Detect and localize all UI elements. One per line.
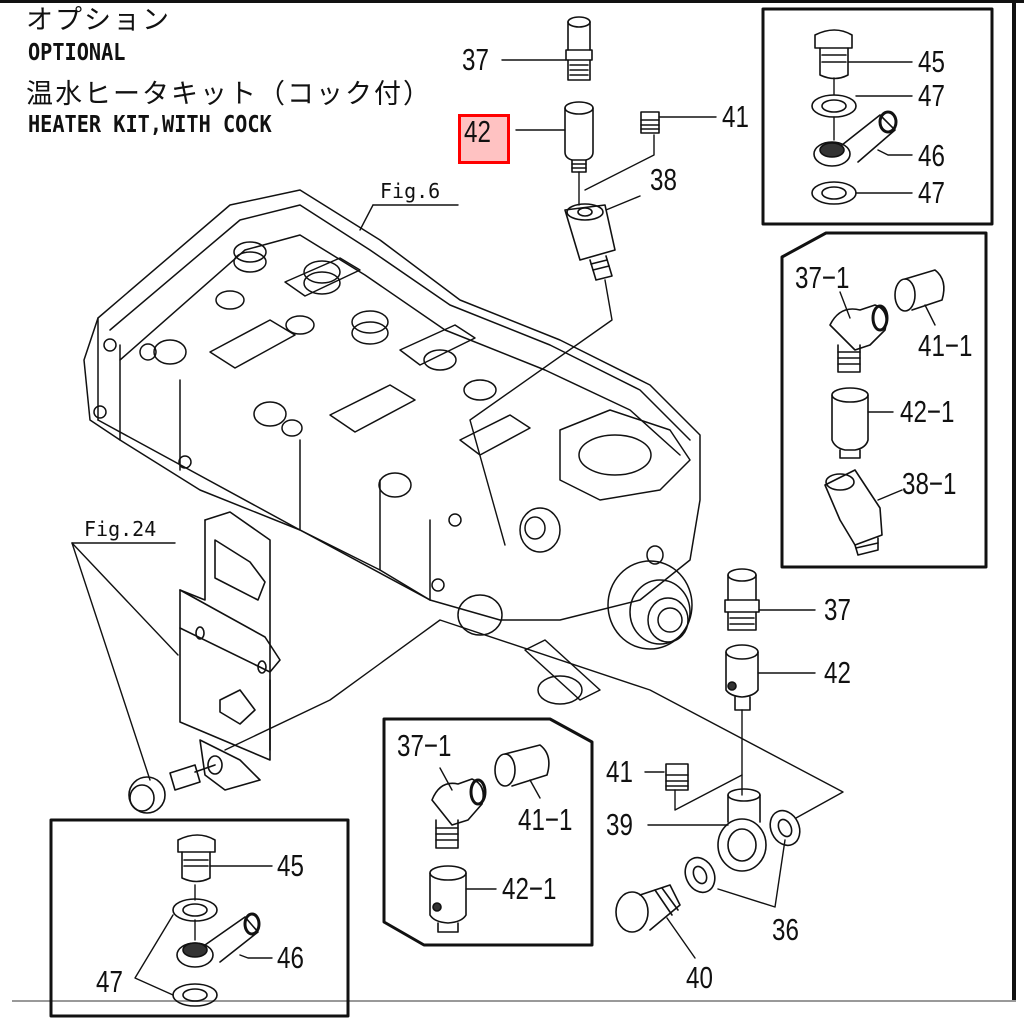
title-japanese: オプション	[26, 5, 171, 36]
bracket-drawing	[128, 511, 281, 814]
leader-lines-top-right	[833, 61, 913, 194]
highlighted-part-box[interactable]	[458, 114, 510, 164]
figure-ref-fig24[interactable]: Fig.24	[84, 517, 157, 541]
part-41-1-bottom-center	[494, 744, 550, 787]
part-36-lower-b	[684, 856, 716, 894]
part-47-bottom-left-a	[172, 898, 218, 922]
callout-37-top[interactable]: 37	[462, 42, 489, 77]
inset-box-bottom-left	[49, 818, 350, 1018]
callout-37-1-mid-right[interactable]: 37−1	[795, 260, 850, 295]
leader-lines-bottom-left	[134, 865, 273, 996]
leader-lines-bottom-center	[439, 767, 541, 890]
part-42-top	[564, 101, 594, 173]
callout-36-lower[interactable]: 36	[772, 912, 799, 947]
callout-39-lower[interactable]: 39	[606, 807, 633, 842]
inset-box-mid-right	[780, 231, 988, 569]
fig24-leader	[71, 542, 179, 781]
part-37-top	[565, 16, 593, 81]
callout-41-lower[interactable]: 41	[606, 754, 633, 789]
callout-38-1-mid-right[interactable]: 38−1	[902, 466, 957, 501]
callout-37-1-bottom-center[interactable]: 37−1	[397, 728, 452, 763]
part-42-lower	[725, 644, 759, 711]
part-40-lower	[615, 884, 681, 933]
callout-45-bottom-left[interactable]: 45	[277, 848, 304, 883]
callout-40-lower[interactable]: 40	[686, 960, 713, 995]
callout-42-1-bottom-center[interactable]: 42−1	[502, 871, 557, 906]
part-47-top-right-b	[811, 181, 857, 205]
callout-47a-top-right[interactable]: 47	[918, 78, 945, 113]
figure-ref-fig6[interactable]: Fig.6	[380, 179, 441, 203]
part-45-top-right	[814, 29, 853, 80]
cylinder-head-drawing	[83, 189, 701, 705]
frame-border-right	[1012, 0, 1016, 1000]
part-37-lower	[724, 568, 760, 631]
part-47-top-right-a	[811, 94, 857, 118]
callout-45-top-right[interactable]: 45	[918, 44, 945, 79]
leader-lines-mid-right	[839, 291, 936, 501]
part-36-lower-a	[769, 809, 801, 847]
part-38-1-mid-right	[824, 469, 883, 556]
callout-41-top[interactable]: 41	[722, 99, 749, 134]
part-41-lower	[665, 763, 689, 791]
part-41-1-mid-right	[894, 269, 945, 312]
callout-47-bottom-left[interactable]: 47	[96, 964, 123, 999]
callout-42-top-highlighted[interactable]: 42	[464, 114, 491, 149]
subtitle-english: HEATER KIT,WITH COCK	[28, 112, 272, 138]
callout-41-1-mid-right[interactable]: 41−1	[918, 328, 973, 363]
leader-lines-lower	[224, 609, 844, 959]
callout-42-lower[interactable]: 42	[824, 655, 851, 690]
frame-border-top	[0, 0, 1024, 3]
callout-46-bottom-left[interactable]: 46	[277, 940, 304, 975]
frame-border-bottom	[12, 1000, 1016, 1002]
callout-46-top-right[interactable]: 46	[918, 138, 945, 173]
part-41-top	[640, 111, 660, 134]
part-42-1-bottom-center	[429, 865, 467, 933]
callout-41-1-bottom-center[interactable]: 41−1	[518, 802, 573, 837]
part-46-bottom-left	[176, 912, 261, 968]
part-38-top	[564, 203, 616, 281]
callout-37-lower[interactable]: 37	[824, 592, 851, 627]
leader-lines-top	[469, 59, 717, 546]
title-english: OPTIONAL	[28, 40, 126, 66]
part-46-top-right	[813, 110, 898, 167]
callout-47b-top-right[interactable]: 47	[918, 175, 945, 210]
part-47-bottom-left-b	[172, 983, 218, 1007]
inset-box-bottom-center	[382, 717, 594, 947]
subtitle-japanese: 温水ヒータキット（コック付）	[26, 79, 432, 110]
part-37-1-mid-right	[829, 304, 889, 373]
part-37-1-bottom-center	[431, 778, 487, 849]
fig6-leader	[359, 204, 459, 231]
part-39-lower	[717, 788, 767, 872]
callout-42-1-mid-right[interactable]: 42−1	[900, 394, 955, 429]
callout-38-top[interactable]: 38	[650, 162, 677, 197]
inset-box-top-right	[761, 7, 994, 226]
part-45-bottom-left	[177, 834, 216, 883]
part-42-1-mid-right	[831, 387, 869, 459]
